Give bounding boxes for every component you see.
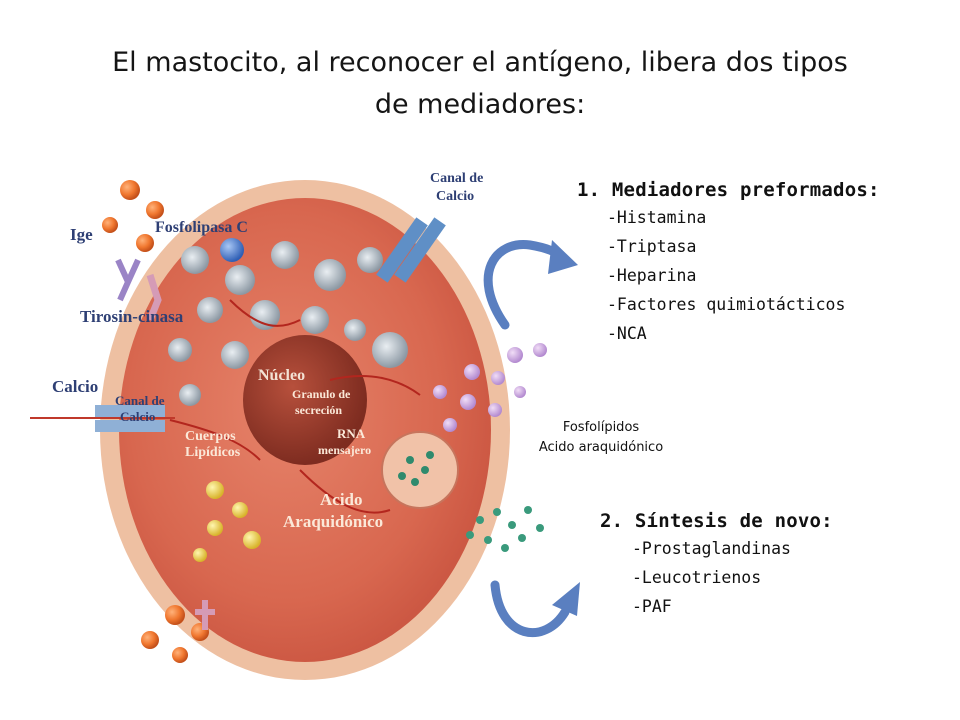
preformed-heading: 1. Mediadores preformados: bbox=[577, 179, 880, 201]
label-canal-left-1: Canal de bbox=[115, 393, 165, 408]
list-item: -Prostaglandinas bbox=[632, 539, 791, 558]
preformed-number: 1. bbox=[577, 179, 601, 201]
novo-title: Síntesis de novo: bbox=[634, 510, 833, 532]
calcium-channel-left bbox=[30, 405, 175, 432]
ige-receptors bbox=[115, 258, 215, 630]
list-item: -Factores quimiotácticos bbox=[607, 295, 846, 314]
label-granulo-2: secreción bbox=[295, 403, 342, 417]
label-calcio: Calcio bbox=[52, 377, 98, 396]
label-acido-2: Araquidónico bbox=[283, 512, 383, 531]
label-cuerpos-1: Cuerpos bbox=[185, 429, 236, 444]
label-rna-1: RNA bbox=[337, 426, 366, 441]
list-item: -Triptasa bbox=[607, 237, 697, 256]
lipid-bodies bbox=[193, 481, 261, 562]
preformed-mediators-block: 1. Mediadores preformados: -Histamina -T… bbox=[577, 179, 880, 348]
novo-heading: 2. Síntesis de novo: bbox=[600, 510, 833, 532]
label-canal-top-2: Calcio bbox=[436, 189, 474, 204]
label-canal-left-2: Calcio bbox=[120, 409, 155, 424]
novo-number: 2. bbox=[600, 510, 624, 532]
arachidonic-line: Acido araquidónico bbox=[538, 440, 664, 455]
title-line-2: de mediadores: bbox=[374, 89, 586, 120]
label-fosfolipasa: Fosfolipasa C bbox=[155, 219, 248, 236]
released-mediators bbox=[433, 343, 547, 552]
title-line-1: El mastocito, al reconocer el antígeno, … bbox=[112, 47, 848, 78]
label-canal-top-1: Canal de bbox=[430, 171, 483, 186]
list-item: -Heparina bbox=[607, 266, 697, 285]
nucleus bbox=[243, 335, 367, 465]
label-granulo-1: Granulo de bbox=[292, 387, 351, 401]
novo-synthesis-block: 2. Síntesis de novo: -Prostaglandinas -L… bbox=[600, 510, 833, 621]
phospholipid-line: Fosfolípidos bbox=[562, 420, 640, 435]
signal-arrows bbox=[169, 299, 421, 514]
list-item: -PAF bbox=[632, 597, 672, 616]
label-acido-1: Acido bbox=[320, 490, 363, 509]
preformed-title: Mediadores preformados: bbox=[611, 179, 880, 201]
list-item: -Leucotrienos bbox=[632, 568, 762, 587]
curved-arrow-upper bbox=[483, 240, 578, 330]
label-tirosin: Tirosin-cinasa bbox=[80, 307, 184, 326]
label-rna-2: mensajero bbox=[318, 443, 371, 457]
degranulating-vesicle bbox=[381, 431, 459, 509]
secretory-granules bbox=[168, 241, 408, 406]
list-item: -Histamina bbox=[607, 208, 707, 227]
cell-labels: Ige Fosfolipasa C Canal de Calcio Tirosi… bbox=[52, 171, 483, 531]
label-cuerpos-2: Lipídicos bbox=[185, 445, 241, 460]
slide-title: El mastocito, al reconocer el antígeno, … bbox=[40, 42, 920, 126]
label-ige: Ige bbox=[70, 225, 93, 244]
list-item: -NCA bbox=[607, 324, 647, 343]
phospholipase-ball bbox=[220, 238, 244, 262]
curved-arrow-lower bbox=[490, 580, 580, 638]
label-nucleo: Núcleo bbox=[258, 367, 305, 384]
phospholipid-note: Fosfolípidos Acido araquidónico bbox=[506, 418, 696, 458]
calcium-channel-top bbox=[376, 217, 446, 283]
